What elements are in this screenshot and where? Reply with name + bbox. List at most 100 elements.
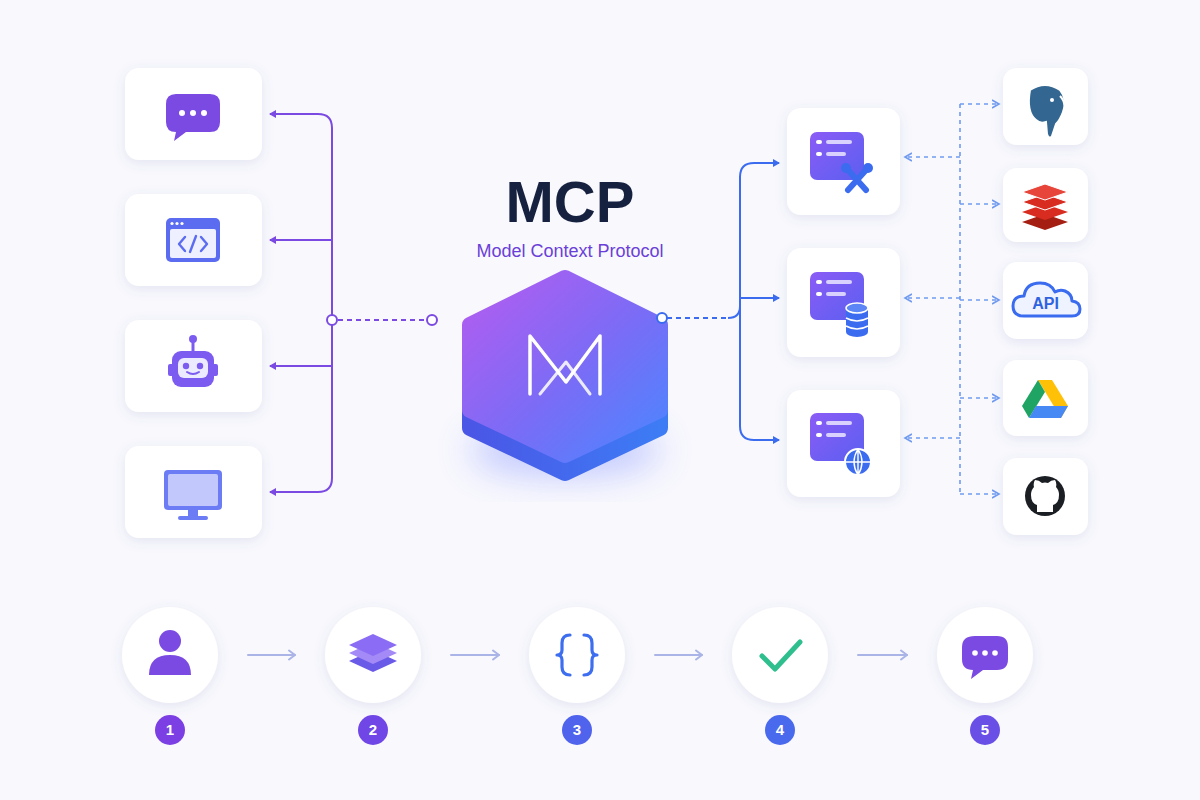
reply-icon-part	[962, 636, 1008, 679]
code-window-icon-part	[170, 229, 216, 258]
service-wires-part	[959, 104, 961, 494]
client-wires-part	[338, 319, 426, 321]
service-label: API	[1003, 295, 1088, 313]
client-wires-part	[327, 315, 337, 325]
client-boxes	[125, 68, 262, 538]
server-boxes-part	[787, 390, 900, 497]
subtitle-label: Model Context Protocol	[370, 241, 770, 262]
server-icons-part	[826, 140, 852, 144]
server-icons-part	[826, 280, 852, 284]
step-circles-part	[937, 607, 1033, 703]
server-icons-part	[816, 433, 822, 437]
postgres-icon-part	[1029, 85, 1065, 138]
step-number: 5	[970, 715, 1000, 745]
server-icons-part	[826, 433, 846, 437]
service-wires-part	[906, 437, 960, 439]
server-boxes	[787, 108, 900, 497]
service-boxes-part	[1003, 168, 1088, 242]
monitor-icon	[164, 470, 222, 520]
tool-badge-part	[841, 163, 851, 173]
globe-badge	[845, 449, 871, 475]
step-node: 3	[499, 607, 655, 747]
diagram-title: MCP	[370, 168, 770, 235]
step-arrow	[858, 654, 907, 656]
step-node: 4	[702, 607, 858, 747]
client-wires-part	[331, 128, 333, 478]
step-node: 5	[907, 607, 1063, 747]
client-boxes-part	[125, 446, 262, 538]
braces-icon-part	[557, 635, 597, 675]
database-badge-part	[846, 303, 868, 313]
server-wires-part	[667, 317, 728, 319]
code-window-icon-part	[175, 222, 178, 225]
client-wires-part	[270, 239, 332, 241]
github-icon-part	[1031, 480, 1059, 512]
step-number: 4	[765, 715, 795, 745]
tool-badge	[841, 163, 873, 190]
step-circles-part	[325, 607, 421, 703]
step-number: 2	[358, 715, 388, 745]
robot-icon-part	[183, 363, 189, 369]
service-boxes-part	[1003, 458, 1088, 535]
robot-icon-part	[172, 351, 214, 387]
layers-icon	[349, 634, 397, 672]
chat-icon	[166, 94, 220, 141]
monitor-icon-part	[168, 474, 218, 506]
robot-icon-part	[187, 372, 199, 374]
step-node: 1	[92, 607, 248, 747]
drive-icon	[1022, 380, 1068, 418]
service-wires-part	[960, 493, 998, 495]
step-arrow	[248, 654, 295, 656]
step-circles-part	[732, 607, 828, 703]
step-arrow	[451, 654, 499, 656]
service-wires	[906, 104, 998, 494]
monitor-icon-part	[178, 516, 208, 520]
code-window-icon	[166, 218, 220, 262]
redis-icon-part	[1022, 184, 1068, 200]
tool-badge-part	[863, 163, 873, 173]
mcp-hexagon-part	[530, 336, 600, 394]
client-boxes-part	[125, 320, 262, 412]
check-icon-part	[762, 642, 800, 669]
robot-icon	[168, 335, 218, 387]
server-icons-part	[826, 421, 852, 425]
client-wires-part	[270, 114, 332, 128]
client-wires-part	[427, 315, 437, 325]
github-icon-part	[1025, 476, 1065, 516]
user-icon	[149, 630, 191, 675]
server-icons-part	[816, 292, 822, 296]
server-boxes-part	[787, 248, 900, 357]
globe-badge-part	[845, 449, 871, 475]
server-icons-part	[826, 292, 846, 296]
server-wires-part	[740, 306, 779, 440]
client-wires-part	[270, 478, 332, 492]
check-icon	[762, 642, 800, 669]
mcp-hexagon	[470, 278, 660, 476]
chat-icon-part	[166, 94, 220, 141]
postgres-icon-part	[1050, 98, 1054, 102]
server-wires-part	[657, 313, 667, 323]
robot-icon-part	[197, 363, 203, 369]
code-window-icon-part	[179, 236, 207, 252]
database-badge-part	[846, 318, 868, 329]
code-window-icon-part	[170, 222, 173, 225]
service-wires-part	[960, 203, 998, 205]
globe-badge-part	[845, 449, 871, 475]
robot-icon-part	[189, 335, 197, 343]
mcp-hexagon-part	[540, 362, 590, 394]
monitor-icon-part	[188, 510, 198, 517]
server-icons-part	[816, 152, 822, 156]
step-number: 3	[562, 715, 592, 745]
reply-icon-part	[972, 650, 978, 656]
server-icons-part	[826, 152, 846, 156]
client-boxes-part	[125, 194, 262, 286]
client-wires	[270, 114, 437, 492]
server-boxes-part	[787, 108, 900, 215]
robot-icon-part	[178, 358, 208, 378]
layers-icon-part	[349, 634, 397, 656]
step-circles	[122, 607, 1033, 703]
reply-icon	[962, 636, 1008, 679]
user-icon-part	[159, 630, 181, 652]
